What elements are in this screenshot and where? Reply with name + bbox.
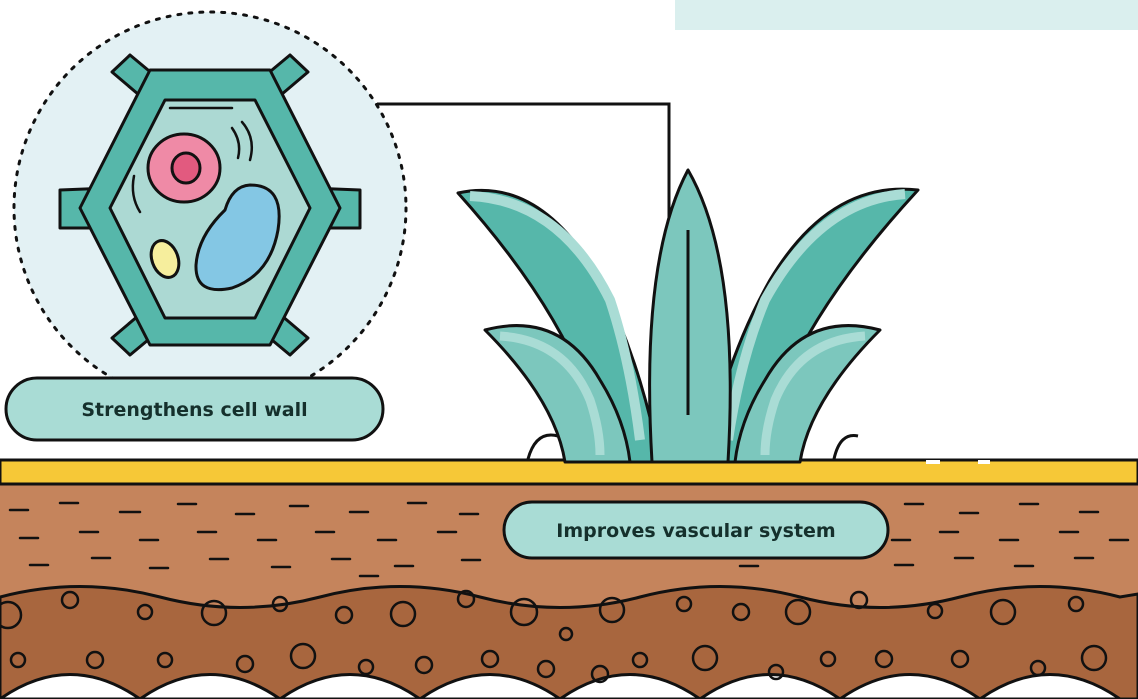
plant-cell-icon — [14, 12, 406, 404]
vascular-label: Improves vascular system — [504, 502, 888, 558]
plant-icon — [458, 170, 918, 462]
cell-wall-label: Strengthens cell wall — [6, 378, 383, 440]
cell-wall-label-text: Strengthens cell wall — [81, 399, 307, 421]
top-panel — [675, 0, 1138, 30]
vascular-label-text: Improves vascular system — [556, 520, 835, 542]
soil-layers-icon — [0, 460, 1138, 699]
